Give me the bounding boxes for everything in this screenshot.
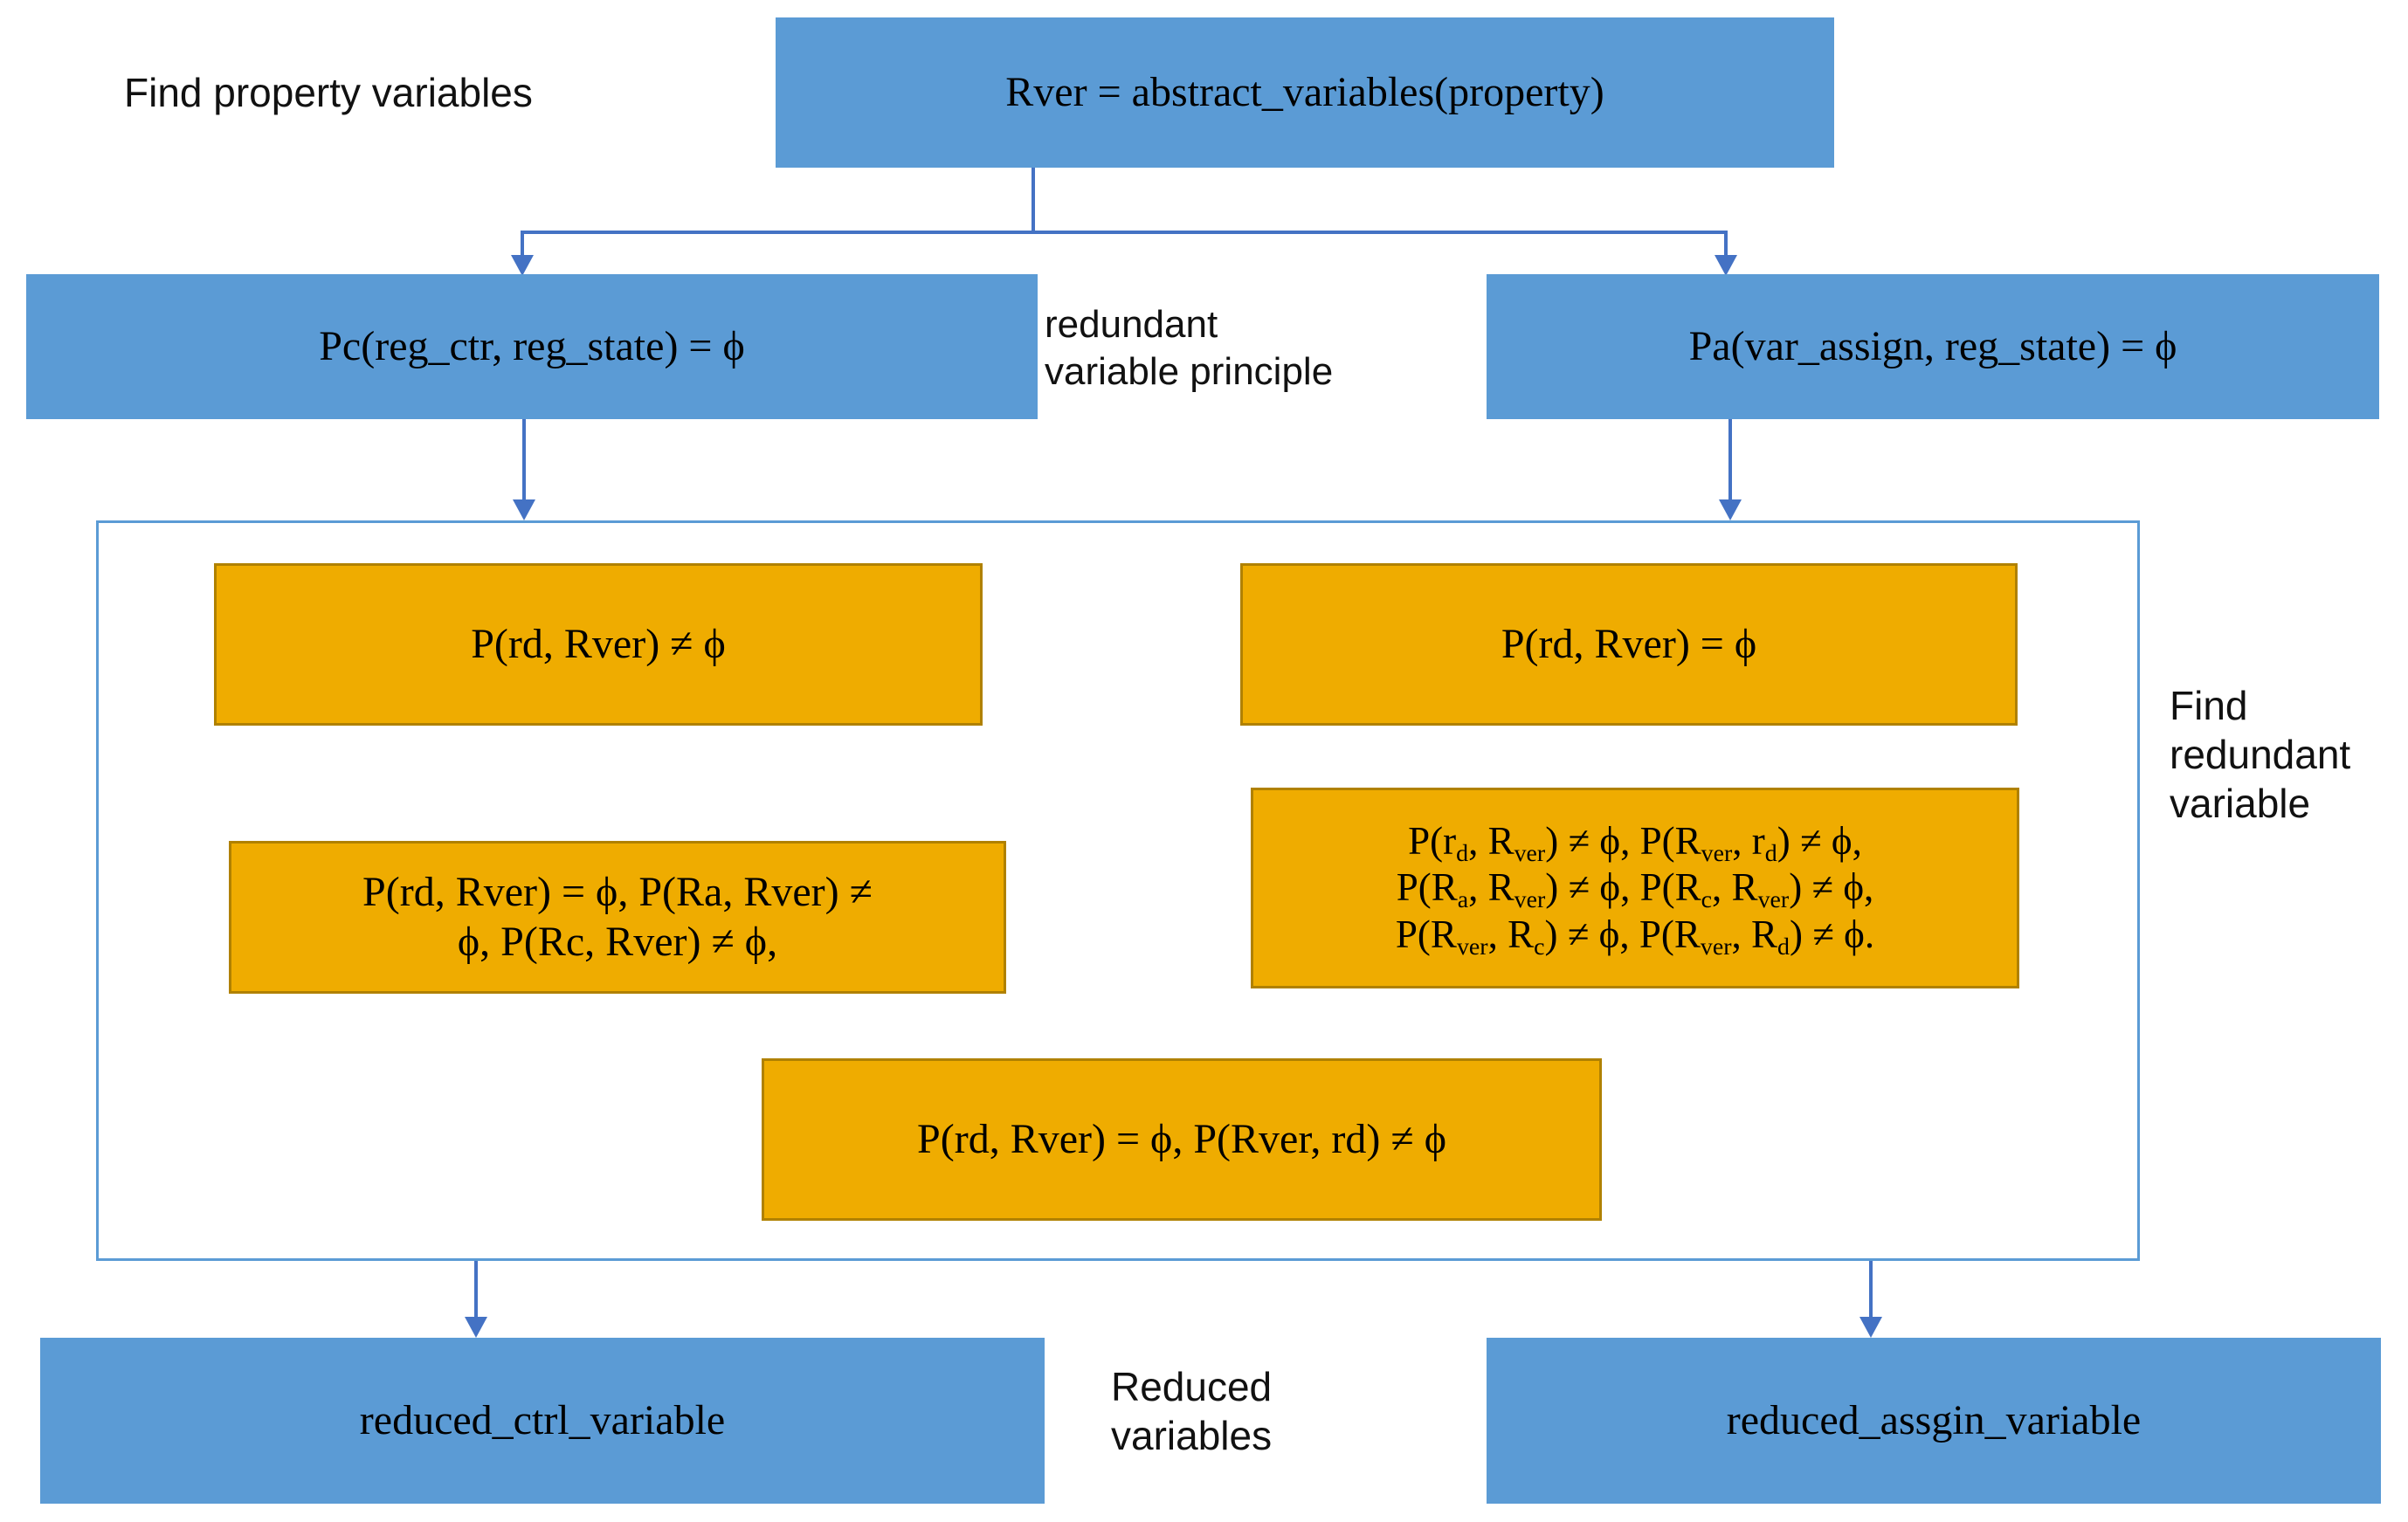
caption-redundant-variable-principle: redundant variable principle [1045,303,1334,393]
caption-reduced-variables: Reduced variables [1111,1364,1273,1459]
rule-center[interactable]: P(rd, Rver) = ϕ, P(Rver, rd) ≠ ϕ [762,1058,1602,1221]
node-ctrl-condition[interactable]: Pc(reg_ctr, reg_state) = ϕ [26,274,1038,419]
rule-right-2[interactable]: P(rd, Rver) ≠ ϕ, P(Rver, rd) ≠ ϕ, P(Ra, … [1251,788,2019,988]
caption-find-property-variables: Find property variables [124,70,533,115]
connector-ctrl-to-frame [522,419,526,499]
connector-root-bar [522,231,1728,234]
rule-right-2-line-2: P(Ra, Rver) ≠ ϕ, P(Rc, Rver) ≠ ϕ, [1396,865,1874,914]
connector-frame-to-output-assign [1869,1261,1873,1317]
node-root-abstract-variables[interactable]: Rver = abstract_variables(property) [776,17,1834,168]
node-output-ctrl-variable[interactable]: reduced_ctrl_variable [40,1338,1045,1504]
rule-left-1[interactable]: P(rd, Rver) ≠ ϕ [214,563,983,726]
node-assign-condition[interactable]: Pa(var_assign, reg_state) = ϕ [1487,274,2379,419]
connector-root-to-right [1724,231,1728,257]
rule-left-2-line-1: P(rd, Rver) = ϕ, P(Ra, Rver) ≠ [362,868,873,915]
connector-assign-to-frame [1728,419,1732,499]
connector-root-stem [1032,168,1035,232]
rule-right-2-line-1: P(rd, Rver) ≠ ϕ, P(Rver, rd) ≠ ϕ, [1408,819,1862,868]
rule-right-1[interactable]: P(rd, Rver) = ϕ [1240,563,2018,726]
arrowhead-assign-to-frame [1719,499,1742,520]
rule-left-2-line-2: ϕ, P(Rc, Rver) ≠ ϕ, [457,918,778,965]
arrowhead-root-to-left [511,255,534,276]
arrowhead-root-to-right [1715,255,1737,276]
caption-find-redundant-variable: Find redundant variable [2170,683,2351,827]
rule-left-2[interactable]: P(rd, Rver) = ϕ, P(Ra, Rver) ≠ ϕ, P(Rc, … [229,841,1006,994]
arrowhead-ctrl-to-frame [513,499,535,520]
connector-root-to-left [521,231,524,257]
arrowhead-frame-to-output-ctrl [465,1317,487,1338]
rule-right-2-line-3: P(Rver, Rc) ≠ ϕ, P(Rver, Rd) ≠ ϕ. [1395,912,1875,961]
rules-container-frame [96,520,2140,1261]
node-output-assign-variable[interactable]: reduced_assgin_variable [1487,1338,2381,1504]
arrowhead-frame-to-output-assign [1859,1317,1882,1338]
connector-frame-to-output-ctrl [474,1261,478,1317]
